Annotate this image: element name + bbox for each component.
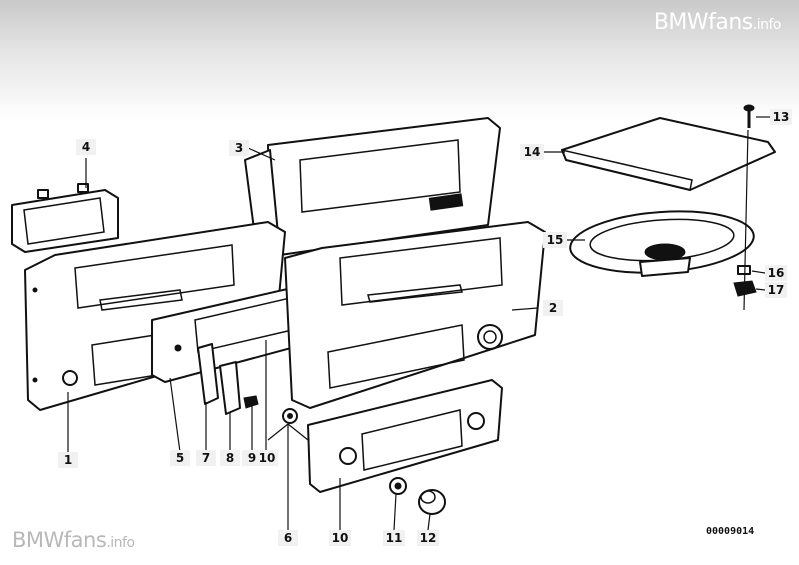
part-15-speaker <box>569 210 755 277</box>
part-6-nut <box>282 408 298 424</box>
drawing-code: 00009014 <box>706 526 754 537</box>
callout-11: 11 <box>383 530 405 546</box>
callout-15: 15 <box>543 232 567 248</box>
svg-text:10: 10 <box>259 451 276 465</box>
svg-text:8: 8 <box>226 451 234 465</box>
callout-6: 6 <box>278 530 298 546</box>
svg-text:9: 9 <box>248 451 256 465</box>
callout-2: 2 <box>543 300 563 316</box>
callout-10-upper: 10 <box>256 450 278 466</box>
svg-text:2: 2 <box>549 301 557 315</box>
callout-3: 3 <box>229 140 249 156</box>
header-gradient <box>0 0 799 120</box>
svg-text:10: 10 <box>332 531 349 545</box>
part-12-knob <box>418 489 446 515</box>
leader-lines <box>67 116 770 531</box>
part-10-radio-bezel <box>307 379 503 493</box>
callout-1: 1 <box>58 452 78 468</box>
callout-4: 4 <box>76 139 96 155</box>
watermark-top: BMWfans.info <box>653 10 782 35</box>
part-7-clip <box>197 343 219 405</box>
callout-10-lower: 10 <box>329 530 351 546</box>
svg-text:17: 17 <box>768 283 785 297</box>
svg-text:11: 11 <box>386 531 403 545</box>
callout-17: 17 <box>765 282 787 298</box>
svg-text:12: 12 <box>420 531 437 545</box>
part-2-right-panel <box>284 221 546 409</box>
svg-text:13: 13 <box>773 110 790 124</box>
part-4-frame <box>11 183 119 253</box>
part-13-screw <box>743 104 755 128</box>
part-16-nut <box>737 265 751 275</box>
svg-text:4: 4 <box>82 140 90 154</box>
svg-text:1: 1 <box>64 453 72 467</box>
svg-text:7: 7 <box>202 451 210 465</box>
callout-12: 12 <box>417 530 439 546</box>
part-11-nut <box>389 477 407 495</box>
callout-16: 16 <box>765 265 787 281</box>
part-8-clip <box>219 361 241 415</box>
callout-5: 5 <box>170 450 190 466</box>
watermark-bottom: BMWfans.info <box>12 528 135 552</box>
callout-7: 7 <box>196 450 216 466</box>
svg-text:5: 5 <box>176 451 184 465</box>
svg-text:6: 6 <box>284 531 292 545</box>
callout-13: 13 <box>770 109 792 125</box>
svg-text:16: 16 <box>768 266 785 280</box>
svg-text:14: 14 <box>524 145 541 159</box>
callout-14: 14 <box>520 144 544 160</box>
part-1-left-panel <box>24 221 286 411</box>
part-9-screw <box>243 395 259 409</box>
callout-8: 8 <box>220 450 240 466</box>
svg-text:15: 15 <box>547 233 564 247</box>
part-14-speaker-grille <box>560 117 776 191</box>
svg-text:3: 3 <box>235 141 243 155</box>
